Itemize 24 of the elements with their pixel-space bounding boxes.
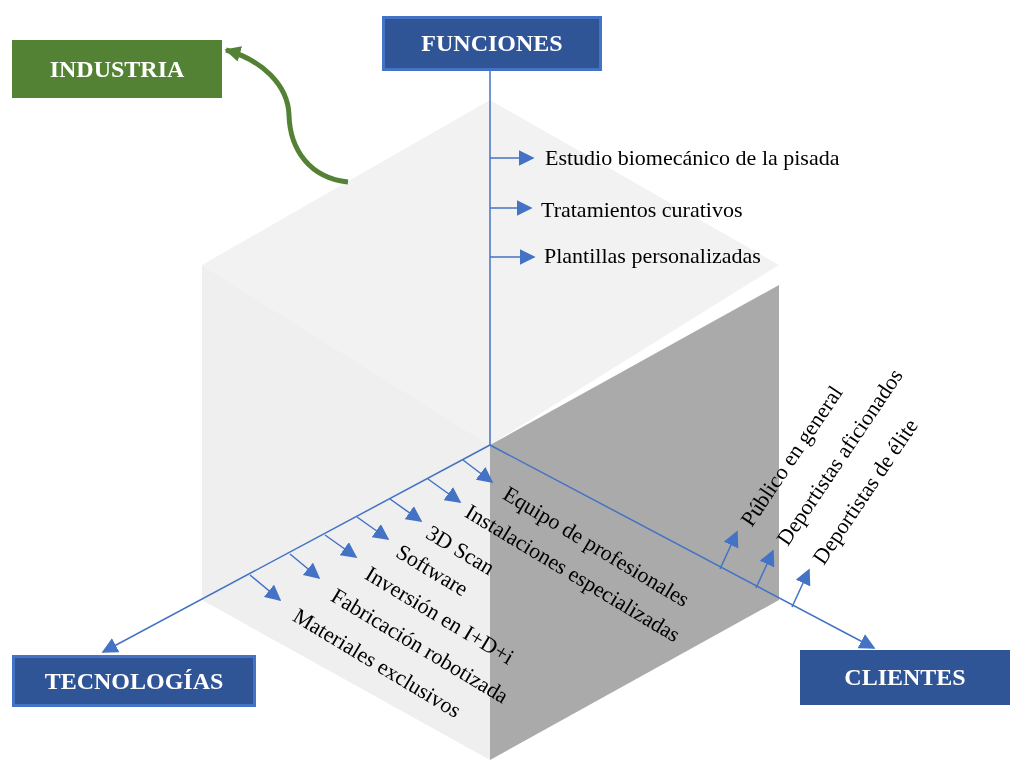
item-label: Plantillas personalizadas: [544, 243, 761, 269]
arrow: [462, 459, 494, 483]
arrow: [427, 478, 462, 503]
arrow: [289, 553, 321, 579]
arrow: [224, 46, 349, 185]
category-box: FUNCIONES: [382, 16, 602, 71]
arrow: [249, 574, 282, 601]
item-label: Tratamientos curativos: [541, 197, 743, 223]
arrow: [755, 549, 775, 589]
arrow: [489, 150, 535, 166]
arrow: [489, 200, 533, 216]
arrow: [791, 568, 811, 608]
arrow: [356, 516, 390, 540]
category-box: CLIENTES: [800, 650, 1010, 705]
arrow: [101, 444, 491, 653]
arrow: [489, 249, 536, 265]
line: [489, 70, 491, 446]
arrow: [389, 498, 423, 522]
arrow: [719, 530, 739, 570]
arrow: [324, 534, 358, 558]
category-box: TECNOLOGÍAS: [12, 655, 256, 707]
category-box: INDUSTRIA: [12, 40, 222, 98]
item-label: Estudio biomecánico de la pisada: [545, 145, 840, 171]
arrow: [489, 444, 876, 649]
